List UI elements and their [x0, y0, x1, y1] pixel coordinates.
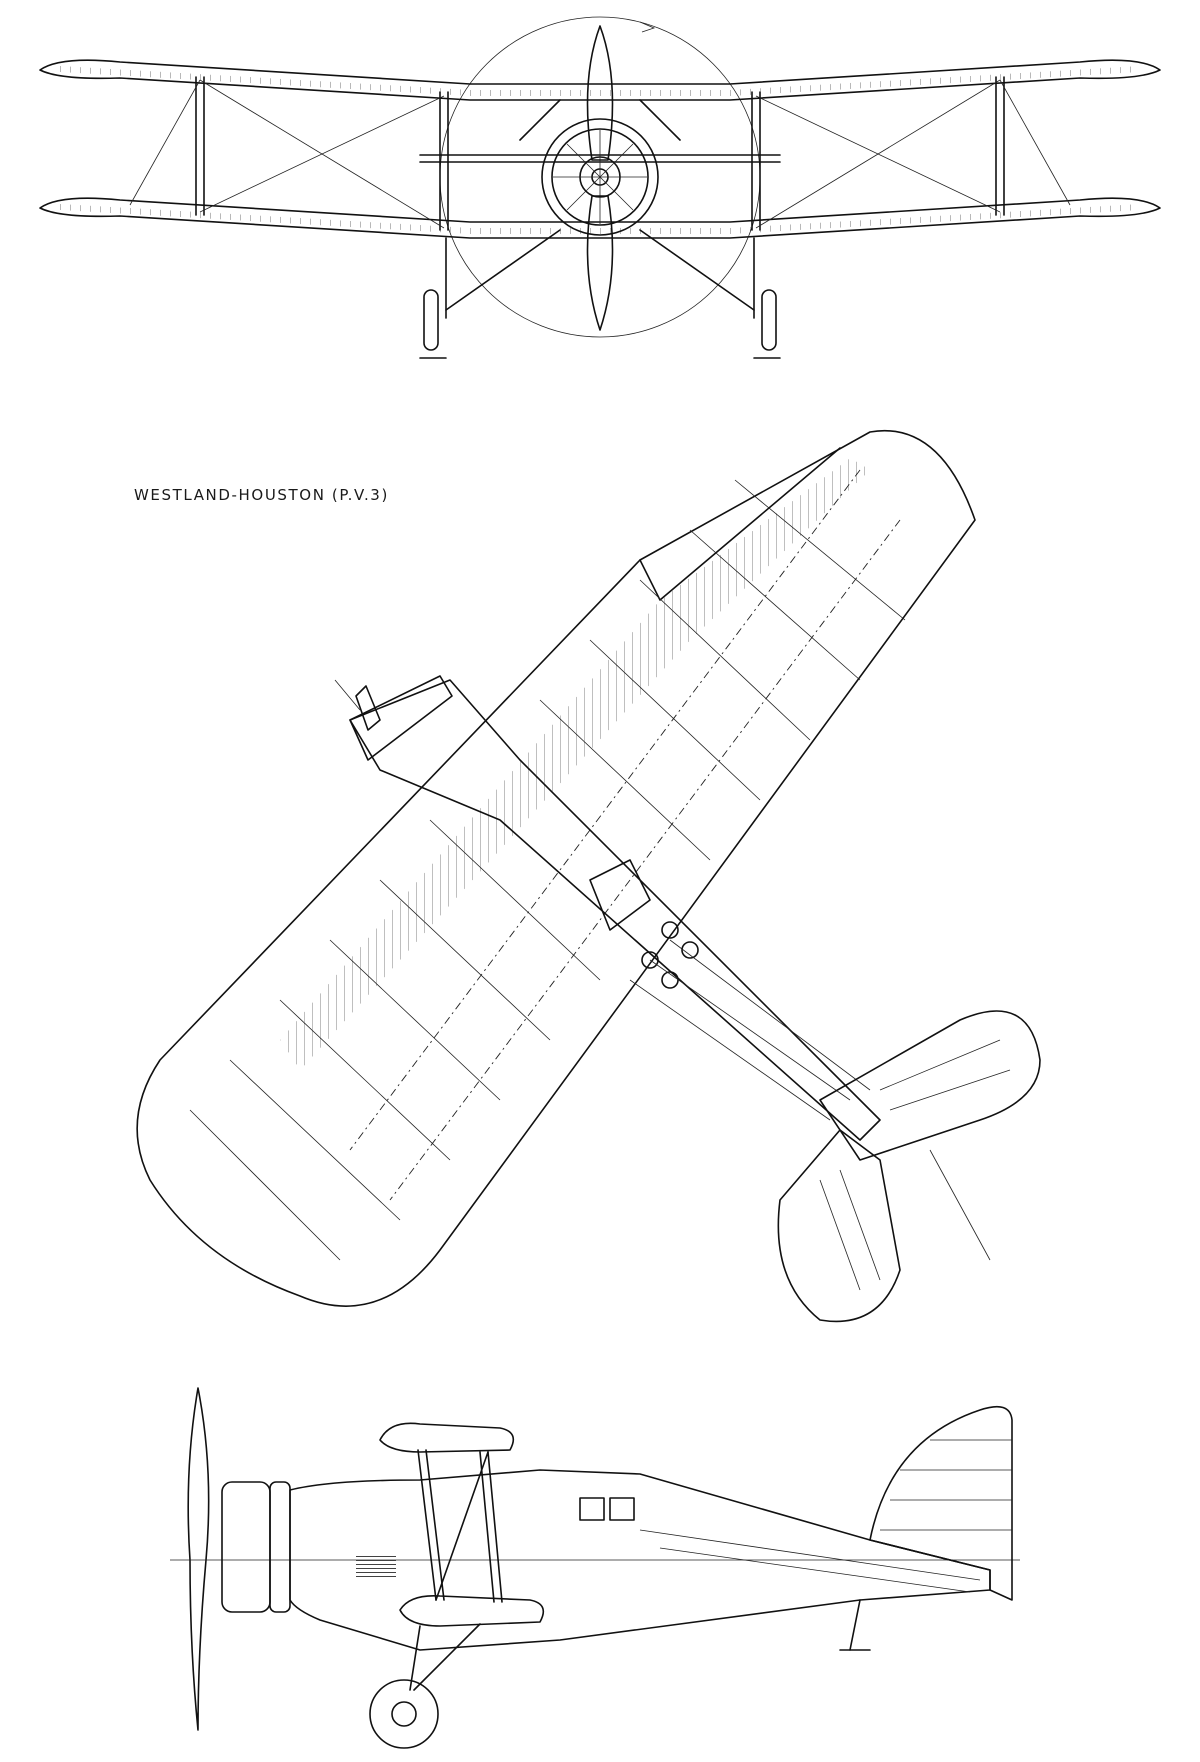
propeller-blade-top — [586, 25, 614, 161]
engine-front — [419, 25, 781, 331]
plan-fuselage — [334, 675, 881, 1141]
side-propeller — [187, 1387, 210, 1731]
lower-wing-front — [39, 197, 1161, 239]
plan-cockpit — [589, 859, 651, 931]
upper-wing-front — [39, 59, 1161, 101]
plan-engine — [349, 675, 453, 761]
side-fin-rudder — [869, 1405, 1013, 1601]
bracing-wires — [129, 79, 1071, 229]
plan-wing — [136, 430, 976, 1307]
undercarriage-front — [419, 229, 781, 359]
front-view — [39, 16, 1161, 359]
side-view — [170, 1387, 1020, 1749]
side-lower-wing — [399, 1594, 545, 1627]
side-upper-wing — [379, 1422, 515, 1453]
plan-view — [136, 430, 1041, 1323]
side-engine — [221, 1481, 271, 1613]
plan-tailplane — [777, 1010, 1041, 1323]
cowling-ring — [541, 118, 659, 236]
propeller-blade-bottom — [586, 195, 614, 331]
interplane-struts — [195, 76, 1005, 231]
side-radiator — [356, 1554, 396, 1580]
drawing-title: WESTLAND-HOUSTON (P.V.3) — [134, 486, 389, 504]
side-undercarriage — [369, 1623, 481, 1749]
